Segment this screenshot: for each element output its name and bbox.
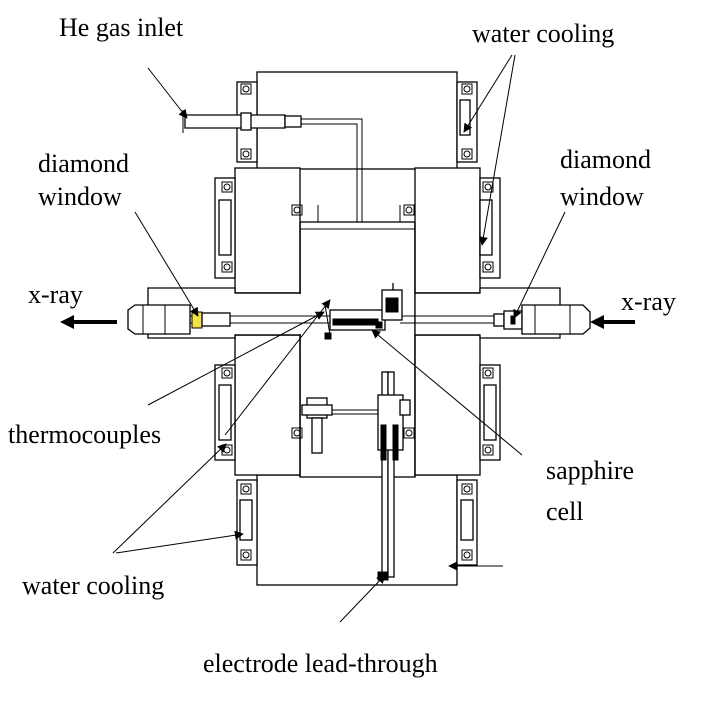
label-window-left: window [38, 182, 122, 211]
leader-water-bottom-1 [112, 443, 227, 554]
label-he-gas-inlet: He gas inlet [59, 13, 184, 42]
xray-arrows [60, 315, 635, 329]
leader-diamond-right [513, 211, 566, 319]
label-window-right: window [560, 182, 644, 211]
bottom-block [256, 474, 458, 586]
lower-right-block [414, 334, 481, 476]
label-cell: cell [546, 497, 584, 526]
electrode-assembly [301, 371, 411, 581]
leader-diamond-left [134, 211, 199, 317]
left-window-assembly [127, 304, 231, 335]
labels: He gas inlet water cooling diamond windo… [8, 13, 676, 678]
label-electrode-lead-through: electrode lead-through [203, 649, 438, 678]
label-sapphire: sapphire [546, 456, 634, 485]
lower-left-block [234, 334, 301, 476]
leader-electrode [339, 574, 386, 623]
leader-thermo-2 [224, 299, 331, 436]
label-diamond-right: diamond [560, 145, 651, 174]
leader-he-gas [147, 67, 188, 119]
label-thermocouples: thermocouples [8, 420, 161, 449]
leader-water-bottom-2 [115, 530, 244, 554]
leader-water-top-2 [478, 54, 516, 246]
leader-lines [112, 54, 566, 623]
label-xray-right: x-ray [621, 287, 676, 316]
cooling-channels [218, 99, 497, 541]
label-xray-left: x-ray [28, 280, 83, 309]
label-water-cooling-bottom: water cooling [22, 571, 164, 600]
upper-left-block [234, 167, 301, 294]
upper-right-block [414, 167, 481, 294]
leader-sapphire [371, 329, 523, 456]
right-window-assembly [493, 304, 591, 335]
leader-water-top-1 [463, 54, 513, 133]
gas-inlet-tube [182, 110, 363, 222]
label-water-cooling-top: water cooling [472, 19, 614, 48]
label-diamond-left: diamond [38, 149, 129, 178]
sample-holder [324, 283, 403, 340]
leader-thermo-1 [147, 311, 325, 406]
